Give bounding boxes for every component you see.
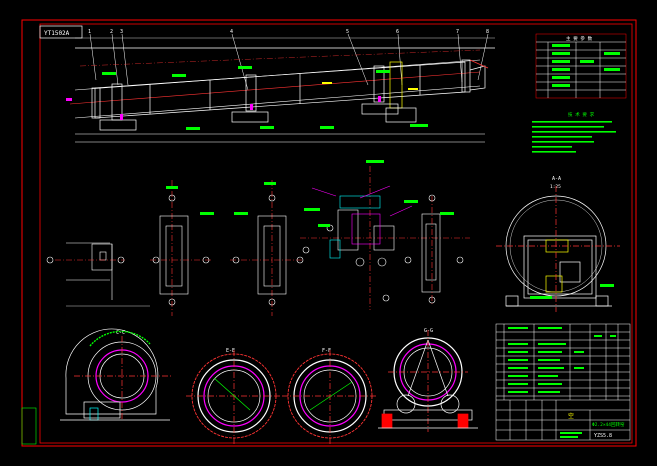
section-c-label: C-C [116, 330, 125, 336]
section-c: C-C [60, 328, 172, 421]
callout-2: 2 [110, 29, 113, 35]
section-f: F-F [282, 348, 378, 444]
transmission-view [300, 160, 470, 310]
callout-7: 7 [456, 29, 459, 35]
drawing-number: YZS5.8 [594, 433, 612, 439]
callout-1: 1 [88, 29, 91, 35]
parts-list: 空 Φ2.2×44回转窑 YZS5.8 [495, 323, 631, 441]
technical-notes: 技 术 要 求 [532, 111, 616, 153]
section-f-label: F-F [322, 348, 331, 354]
callout-6: 6 [396, 29, 399, 35]
bearing-view-right [230, 180, 304, 316]
bearing-view-left [150, 180, 214, 316]
section-e: E-E [186, 348, 282, 444]
section-g: G-G [378, 328, 478, 432]
left-detail-view [46, 242, 150, 307]
parameter-table-title: 主 要 参 数 [566, 35, 593, 42]
binding-strip [21, 407, 37, 445]
kiln-elevation [66, 33, 495, 143]
callout-5: 5 [346, 29, 349, 35]
inner-frame [39, 23, 633, 444]
end-view-a: A-A 1:25 [496, 176, 620, 312]
code-box: YT1502A [39, 25, 83, 39]
section-e-label: E-E [226, 348, 235, 354]
callout-4: 4 [230, 29, 233, 35]
title-bottom-label: Φ2.2×44回转窑 [592, 421, 625, 428]
section-a-label: A-A [552, 176, 561, 182]
callout-8: 8 [486, 29, 489, 35]
callout-numbers: 1 2 3 4 5 6 7 8 [88, 29, 489, 35]
title-name: 空 [568, 412, 574, 420]
callout-3: 3 [120, 29, 123, 35]
code-box-text: YT1502A [44, 30, 70, 37]
outer-frame [21, 19, 637, 447]
parameter-table: 主 要 参 数 [535, 33, 627, 99]
section-g-label: G-G [424, 328, 433, 334]
technical-notes-title: 技 术 要 求 [568, 111, 595, 118]
section-a-scale: 1:25 [550, 184, 561, 190]
